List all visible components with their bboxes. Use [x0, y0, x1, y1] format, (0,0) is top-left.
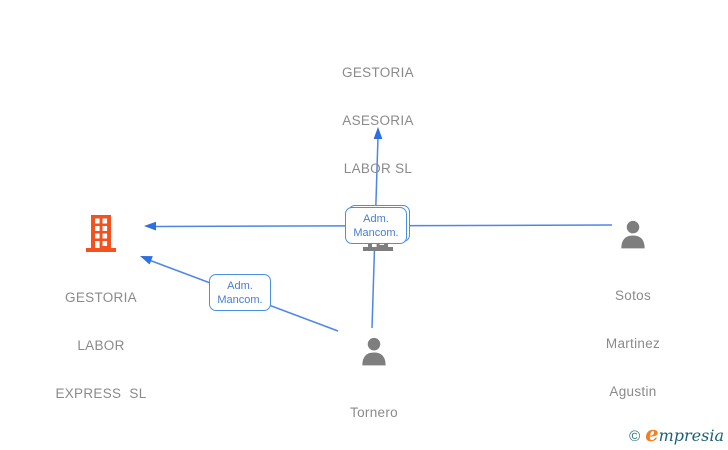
- node-label: Tornero Gonzalez De Herrero...: [350, 405, 398, 420]
- edge-label-adm-mancom-tornero-asesoria[interactable]: Adm. Mancom.: [345, 207, 407, 244]
- person-icon: [621, 220, 645, 249]
- edge-label-line: Mancom.: [217, 293, 263, 306]
- node-label: GESTORIA LABOR EXPRESS SL: [55, 290, 147, 401]
- edge-label-adm-mancom-tornero-express[interactable]: Adm. Mancom.: [209, 274, 271, 311]
- node-gestoria-labor-express-sl[interactable]: GESTORIA LABOR EXPRESS SL: [30, 215, 172, 434]
- node-sotos-martinez-agustin[interactable]: Sotos Martinez Agustin: [583, 220, 683, 432]
- node-label: GESTORIA ASESORIA LABOR SL: [342, 65, 414, 176]
- edge-label-line: Mancom.: [353, 226, 399, 239]
- empresia-logo[interactable]: © e mpresia: [629, 421, 724, 446]
- edge-label-line: Adm.: [227, 279, 253, 292]
- node-label: Sotos Martinez Agustin: [605, 288, 661, 399]
- node-tornero-gonzalez-de-herrero[interactable]: Tornero Gonzalez De Herrero...: [314, 337, 434, 450]
- empresia-logo-text: mpresia: [658, 426, 724, 445]
- edge-label-line: Adm.: [363, 212, 389, 225]
- person-icon: [362, 337, 386, 366]
- building-icon: [86, 215, 116, 252]
- empresia-logo-initial: e: [645, 421, 659, 446]
- copyright-icon: ©: [629, 428, 641, 445]
